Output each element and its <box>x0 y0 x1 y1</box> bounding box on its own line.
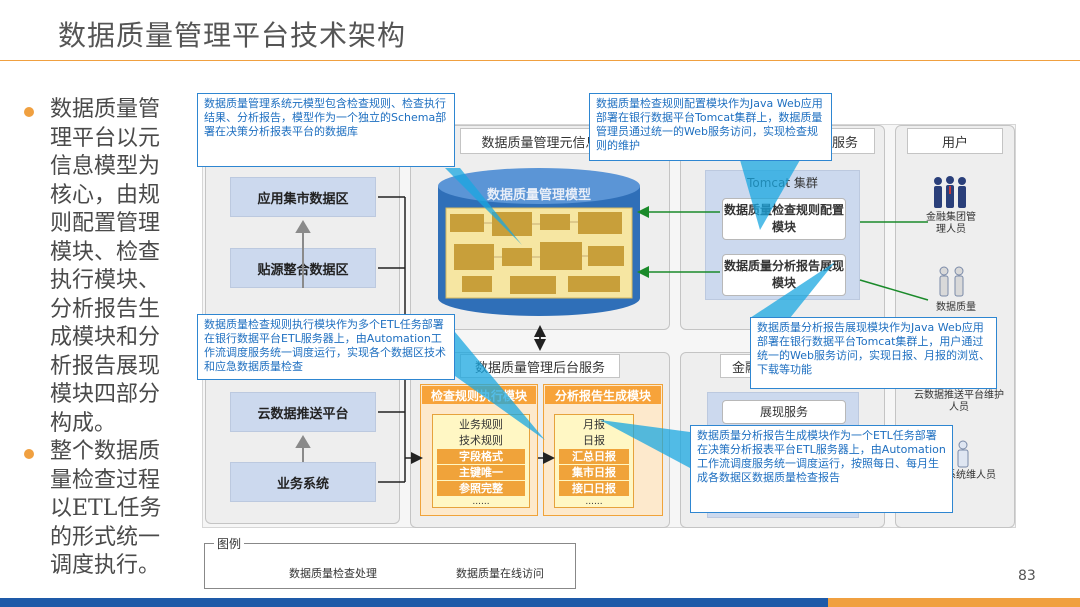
report-item: ...... <box>585 497 603 507</box>
zone-app-mart: 应用集市数据区 <box>230 177 376 217</box>
user-data-quality: 数据质量 <box>936 302 976 313</box>
report-display-module: 数据质量分析报告展现模块 <box>722 254 846 296</box>
footer-bar-orange <box>828 598 1080 607</box>
report-item: 接口日报 <box>559 481 629 496</box>
report-item: 集市日报 <box>559 465 629 480</box>
callout-report-gen: 数据质量分析报告生成模块作为一个ETL任务部署在决策分析报表平台ETL服务器上，… <box>690 425 953 513</box>
zone-business-system: 业务系统 <box>230 462 376 502</box>
page-title: 数据质量管理平台技术架构 <box>58 19 407 52</box>
legend-title: 图例 <box>214 535 245 552</box>
data-quality-user-icon <box>934 266 970 298</box>
bullet-item: 整个数据质量检查过程以ETL任务的形式统一调度执行。 <box>22 438 172 581</box>
callout-rule-exec: 数据质量检查规则执行模块作为多个ETL任务部署在银行数据平台ETL服务器上，由A… <box>197 314 455 380</box>
report-module-title: 分析报告生成模块 <box>545 386 661 404</box>
sysadmin-user-icon <box>952 440 974 468</box>
report-item: 月报 <box>583 418 605 431</box>
rule-item: 技术规则 <box>459 434 503 447</box>
user-finance-managers: 金融集团管理人员 <box>926 212 976 235</box>
bullet-list: 数据质量管理平台以元信息模型为核心，由规则配置管理模块、检查执行模块、分析报告生… <box>22 96 172 581</box>
report-item: 汇总日报 <box>559 449 629 464</box>
rule-item: 参照完整 <box>437 481 525 496</box>
database-cylinder <box>436 166 642 318</box>
rule-item: 主键唯一 <box>437 465 525 480</box>
user-cloud-maintainers: 云数据推送平台维护人员 <box>914 390 1004 413</box>
rule-stack: 业务规则 技术规则 字段格式 主键唯一 参照完整 ...... <box>432 414 530 508</box>
legend-online-access: 数据质量在线访问 <box>456 567 544 580</box>
display-service-box: 展现服务 <box>722 400 846 424</box>
rule-item: 字段格式 <box>437 449 525 464</box>
report-stack: 月报 日报 汇总日报 集市日报 接口日报 ...... <box>554 414 634 508</box>
rule-item: ...... <box>472 497 490 507</box>
legend-box <box>204 543 576 589</box>
page-number: 83 <box>1018 568 1036 584</box>
callout-report-display: 数据质量分析报告展现模块作为Java Web应用部署在银行数据平台Tomcat集… <box>750 317 997 389</box>
callout-metamodel: 数据质量管理系统元模型包含检查规则、检查执行结果、分析报告，模型作为一个独立的S… <box>197 93 455 167</box>
legend-processing: 数据质量检查处理 <box>289 567 377 580</box>
user-sys-maintainers: 系统维人员 <box>946 470 996 481</box>
group-icon <box>930 176 970 210</box>
footer-bar-blue <box>0 598 828 607</box>
model-label: 数据质量管理模型 <box>486 188 591 203</box>
rule-item: 业务规则 <box>459 418 503 431</box>
bullet-item: 数据质量管理平台以元信息模型为核心，由规则配置管理模块、检查执行模块、分析报告生… <box>22 96 172 438</box>
bullet-dot-icon <box>24 449 34 459</box>
title-divider <box>0 60 1080 61</box>
users-panel-title: 用户 <box>907 128 1003 154</box>
zone-cloud-push: 云数据推送平台 <box>230 392 376 432</box>
callout-rule-config: 数据质量检查规则配置模块作为Java Web应用部署在银行数据平台Tomcat集… <box>589 93 832 161</box>
bullet-dot-icon <box>24 107 34 117</box>
report-item: 日报 <box>583 434 605 447</box>
